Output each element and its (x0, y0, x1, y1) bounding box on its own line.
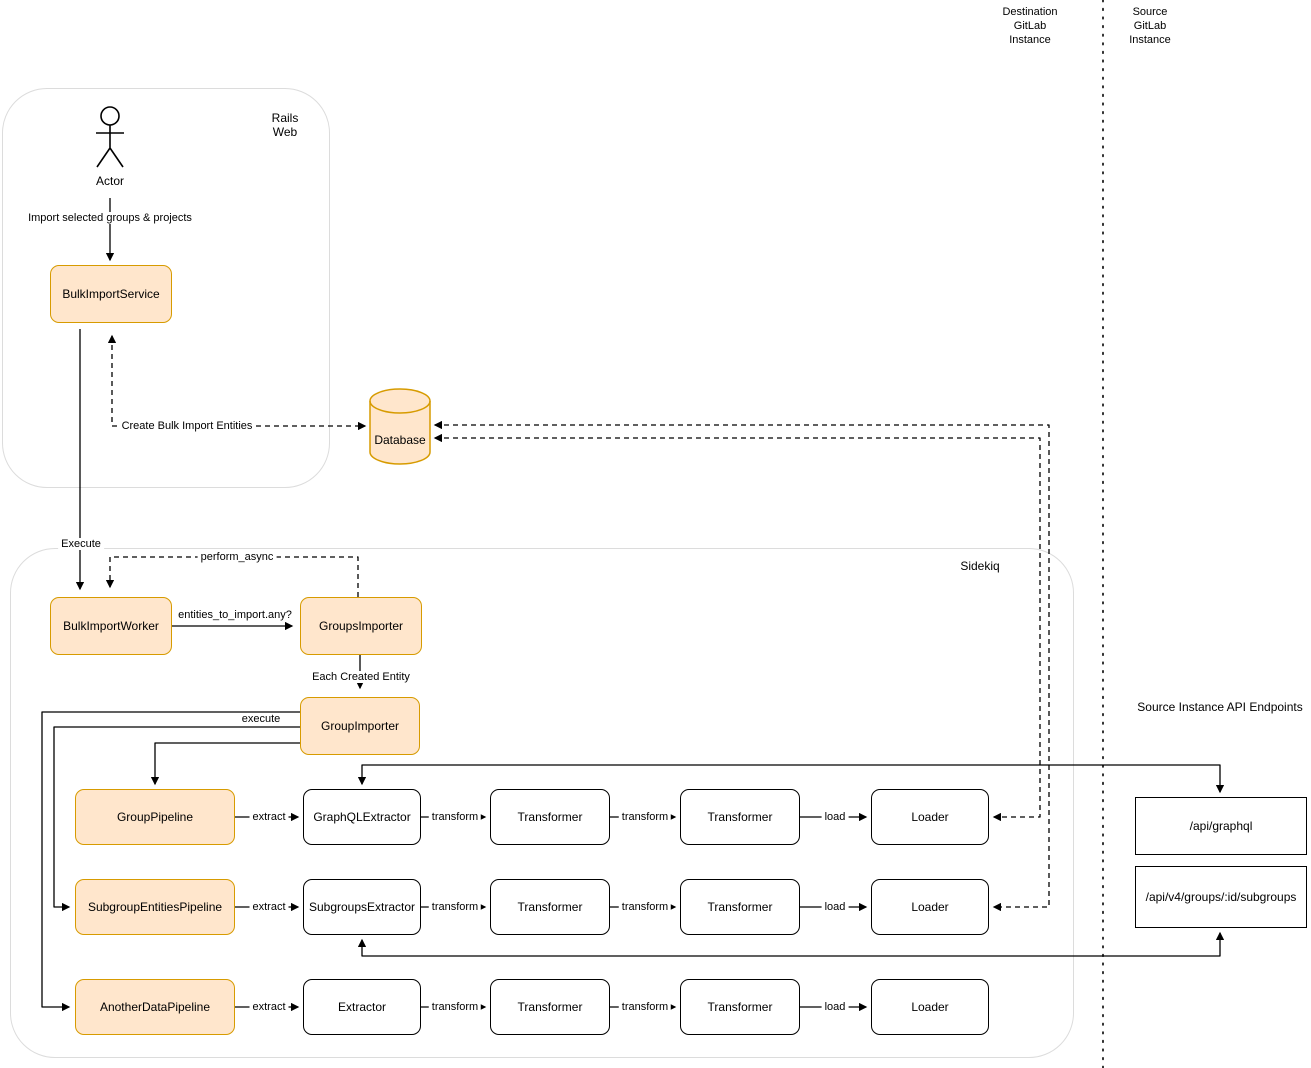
extract-label-row2: extract (249, 901, 289, 913)
node-graphqlextractor: GraphQLExtractor (303, 789, 421, 845)
transform2-label-row2: transform (618, 901, 672, 913)
node-loader-row3: Loader (871, 979, 989, 1035)
edge-groupimporter-to-subgrouppipeline (53, 726, 300, 912)
actor-icon (96, 106, 124, 168)
edge-graphqlextractor-api-graphql (357, 764, 1225, 794)
transform1-label-row1: transform (428, 811, 482, 823)
create-entities-label: Create Bulk Import Entities (118, 420, 256, 432)
transform1-label-row2: transform (428, 901, 482, 913)
database-label: Database (374, 433, 426, 447)
load-label-row2: load (821, 901, 849, 913)
node-transformer2-row2: Transformer (680, 879, 800, 935)
each-entity-label: Each Created Entity (309, 671, 413, 683)
node-api-subgroups: /api/v4/groups/:id/subgroups (1135, 866, 1307, 928)
node-groupimporter: GroupImporter (300, 697, 420, 755)
import-action-label: Import selected groups & projects (25, 212, 195, 224)
node-transformer1-row1: Transformer (490, 789, 610, 845)
execute-label: Execute (58, 538, 104, 550)
node-bulkimportworker: BulkImportWorker (50, 597, 172, 655)
transform1-label-row3: transform (428, 1001, 482, 1013)
node-transformer2-row3: Transformer (680, 979, 800, 1035)
extract-label-row1: extract (249, 811, 289, 823)
group-execute-label: execute (241, 713, 281, 725)
node-subgroupentitiespipeline: SubgroupEntitiesPipeline (75, 879, 235, 935)
node-anotherdatapipeline: AnotherDataPipeline (75, 979, 235, 1035)
node-loader-row2: Loader (871, 879, 989, 935)
node-subgroupsextractor: SubgroupsExtractor (303, 879, 421, 935)
node-grouppipeline: GroupPipeline (75, 789, 235, 845)
edge-groupimporter-to-anotherdatapipeline (41, 711, 300, 1012)
destination-lane-label: Destination GitLab Instance (1002, 6, 1058, 46)
transform2-label-row3: transform (618, 1001, 672, 1013)
edge-subgroupsextractor-api-subgroups (357, 931, 1225, 957)
edge-db-loader-row2 (433, 420, 1050, 912)
rails-web-label: Rails Web (271, 111, 299, 139)
edge-perform-async (105, 556, 359, 597)
node-groupsimporter: GroupsImporter (300, 597, 422, 655)
node-transformer1-row3: Transformer (490, 979, 610, 1035)
transform2-label-row1: transform (618, 811, 672, 823)
load-label-row1: load (821, 811, 849, 823)
node-extractor-row3: Extractor (303, 979, 421, 1035)
node-transformer2-row1: Transformer (680, 789, 800, 845)
edge-db-loader-row1 (433, 433, 1041, 822)
api-endpoints-title: Source Instance API Endpoints (1137, 700, 1303, 714)
node-bulkimportservice: BulkImportService (50, 265, 172, 323)
load-label-row3: load (821, 1001, 849, 1013)
node-loader-row1: Loader (871, 789, 989, 845)
source-lane-label: Source GitLab Instance (1129, 6, 1171, 46)
node-transformer1-row2: Transformer (490, 879, 610, 935)
edge-service-create-entities-db (107, 334, 367, 431)
actor-label: Actor (95, 174, 125, 188)
node-api-graphql: /api/graphql (1135, 797, 1307, 855)
perform-async-label: perform_async (197, 551, 277, 563)
entities-check-label: entities_to_import.any? (178, 609, 292, 621)
edge-groupimporter-to-grouppipeline (150, 742, 300, 786)
rails-web-container (2, 88, 330, 488)
extract-label-row3: extract (249, 1001, 289, 1013)
database-icon (369, 388, 431, 465)
